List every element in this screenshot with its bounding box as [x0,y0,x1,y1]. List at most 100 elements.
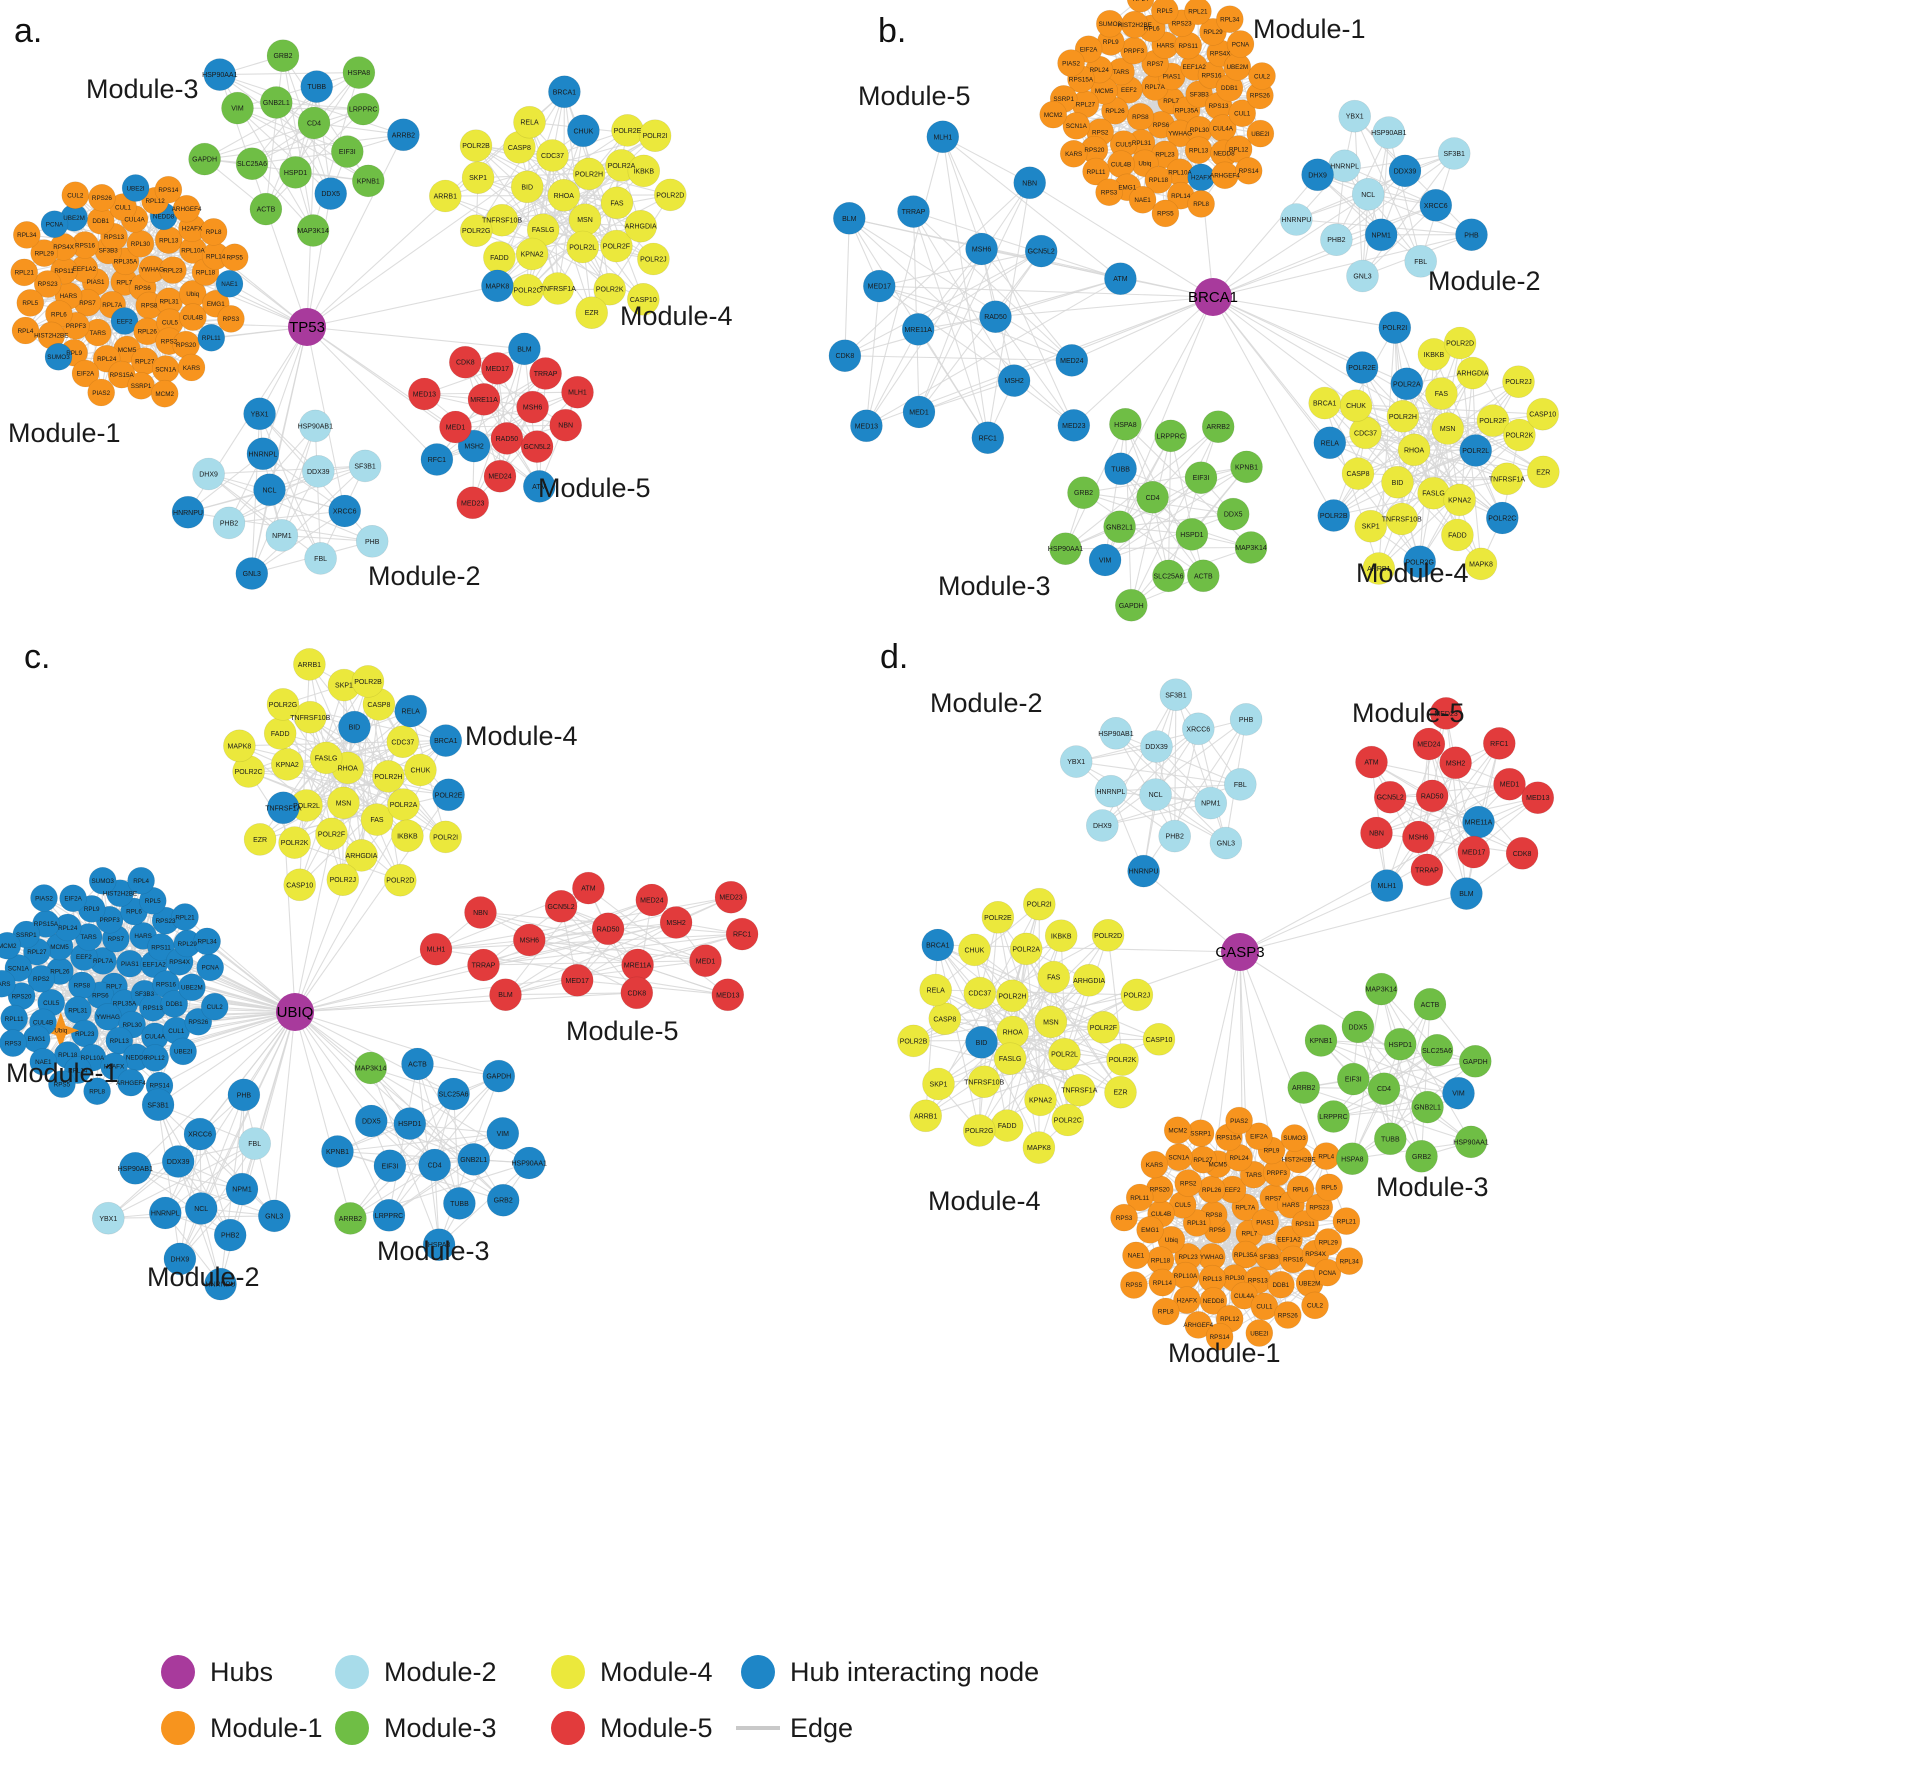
edge [265,108,364,210]
edge [1065,546,1252,550]
legend-label: Edge [790,1713,853,1743]
node-label: YBX1 [1346,114,1364,121]
node-label: RPS16 [1202,72,1222,79]
node-label: RPL31 [1132,140,1152,147]
network-node [1127,854,1160,888]
node-label: HSP90AB1 [118,1166,154,1173]
network-node [266,791,300,825]
network-node [1390,367,1424,401]
network-node [897,1024,930,1058]
network-node [1126,0,1155,13]
node-label: CUL1 [1256,1304,1273,1311]
network-node [1386,399,1420,433]
node-label: RPL12 [1220,1316,1240,1323]
node-label: EEF1A2 [73,266,97,273]
network-node [921,928,955,962]
edge [1039,977,1055,1100]
edge [388,1075,500,1216]
node-label: PIAS1 [87,279,105,286]
node-label: RPS23 [156,918,176,925]
node-label: RPL30 [1190,127,1210,134]
edge [1143,719,1247,872]
edge [1115,732,1227,844]
node-label: RPS11 [1178,43,1198,50]
network-node [172,194,201,223]
node-label: POLR2G [965,1128,993,1135]
node-label: RPS16 [156,981,176,988]
network-node [1420,1034,1454,1067]
node-label: GNL3 [265,1214,283,1221]
network-node [1142,1023,1176,1056]
network-node [1443,483,1476,517]
network-node [1404,244,1437,278]
network-node [548,75,581,109]
edge [228,465,366,524]
node-label: DDX5 [321,191,340,198]
network-node [1037,960,1070,994]
network-node [996,979,1029,1013]
node-label: PRPF3 [99,917,120,924]
node-label: RPL26 [138,329,158,336]
node-label: ACTB [408,1062,427,1069]
node-label: HNRNPU [1129,869,1159,876]
node-label: HIST2H2BE [1118,22,1152,29]
node-label: RPL26 [1202,1187,1222,1194]
edge [848,217,1075,426]
node-label: RPS15A [110,372,135,379]
node-label: HNRNPU [206,1282,236,1289]
node-label: RPS8 [74,983,91,990]
network-node [1154,419,1187,453]
node-label: GNB2L1 [1106,524,1133,531]
edge [849,217,1073,361]
node-label: NCL [1361,192,1375,199]
node-label: XRCC6 [1186,726,1210,733]
node-label: PHB2 [220,520,238,527]
node-label: MAPK8 [1469,561,1493,568]
node-label: RPS4X [1210,51,1231,58]
panel-label: c. [24,638,50,676]
node-label: NAE1 [1128,1253,1145,1260]
node-label: ATM [581,886,595,893]
network-node [204,1267,237,1301]
node-label: DDX5 [1224,512,1243,519]
edge [135,1143,255,1169]
module-label: Module-2 [930,688,1043,718]
network-node [83,1077,111,1105]
hub-edge [1212,174,1319,298]
legend-swatch [161,1655,195,1689]
network-node [1106,1043,1139,1076]
node-label: MCM5 [118,347,137,354]
network-node [1110,1203,1138,1232]
node-label: RPS26 [1278,1312,1298,1319]
node-label: TNFRSF10B [1382,517,1422,524]
node-label: RPL18 [1151,1257,1171,1264]
edge [1344,165,1422,262]
network-node [725,917,759,951]
network-node [1096,9,1124,38]
network-node [314,177,348,210]
edge [918,380,1015,413]
network-node [437,1077,470,1111]
network-node [593,272,627,306]
node-label: RPL23 [75,1031,95,1038]
network-node [48,1070,76,1098]
node-label: RPL7 [1242,1231,1258,1238]
network-node [1317,1100,1350,1133]
network-node [1287,1071,1320,1104]
edge [942,136,1030,184]
network-node [919,973,953,1007]
node-label: UBE2I [174,1049,192,1056]
edge [204,108,364,160]
node-label: SF3B3 [135,991,155,998]
network-node [1351,178,1385,211]
node-label: GNL3 [243,571,261,578]
node-label: MED17 [486,366,509,373]
node-label: RPL10A [181,247,205,254]
node-label: ARRB1 [914,1113,937,1120]
node-label: GRB2 [1412,1154,1431,1161]
node-label: CUL4A [145,1034,166,1041]
network-node [600,229,633,263]
node-label: MAPK8 [486,283,510,290]
node-label: DDX5 [362,1119,381,1126]
node-label: SLC25A6 [1154,573,1184,580]
